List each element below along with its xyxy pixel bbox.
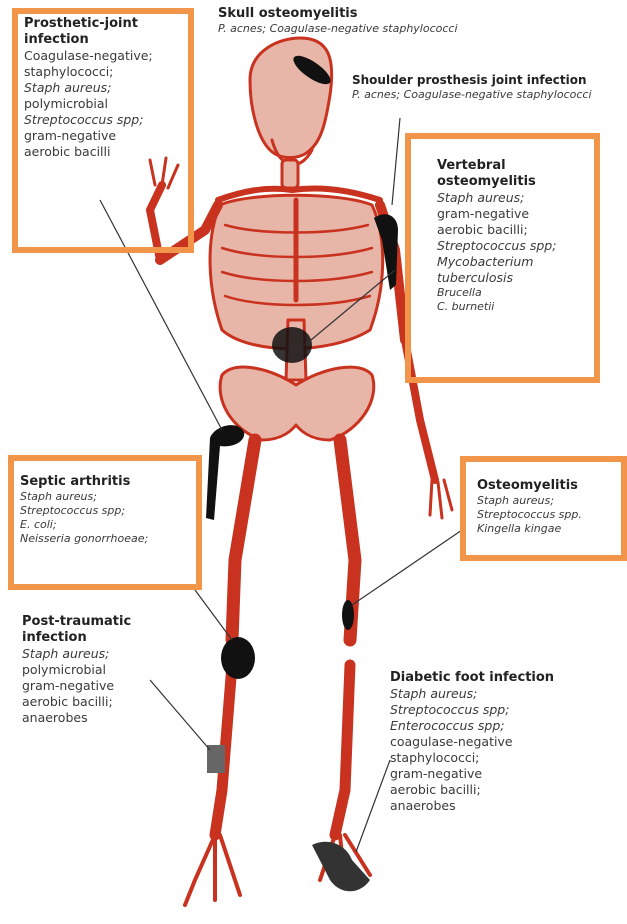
right-tibia: [335, 665, 350, 835]
label-septic-line: Streptococcus spp;: [20, 504, 148, 518]
label-posttraumatic-title-2: infection: [22, 630, 131, 646]
label-prosthetic: Prosthetic-joint infection Coagulase-neg…: [24, 16, 153, 160]
label-vertebral: Vertebral osteomyelitis Staph aureus; gr…: [437, 158, 556, 314]
label-posttraumatic-line: aerobic bacilli;: [22, 694, 131, 710]
label-vertebral-line: Brucella: [437, 286, 556, 300]
label-prosthetic-line: polymicrobial: [24, 96, 153, 112]
label-posttraumatic-title-1: Post-traumatic: [22, 614, 131, 630]
label-vertebral-line: C. burnetii: [437, 300, 556, 314]
label-osteomyelitis-line: Kingella kingae: [477, 522, 582, 536]
label-shoulder-line: P. acnes; Coagulase-negative staphylococ…: [352, 88, 592, 102]
leader-osteomyelitis: [352, 530, 462, 605]
label-diabetic-line: Streptococcus spp;: [390, 702, 554, 718]
label-prosthetic-line: gram-negative: [24, 128, 153, 144]
label-diabetic-line: aerobic bacilli;: [390, 782, 554, 798]
label-septic-line: Neisseria gonorrhoeae;: [20, 532, 148, 546]
label-septic: Septic arthritis Staph aureus; Streptoco…: [20, 474, 148, 546]
label-skull: Skull osteomyelitis P. acnes; Coagulase-…: [218, 6, 458, 36]
label-prosthetic-title-1: Prosthetic-joint: [24, 16, 153, 32]
label-shoulder: Shoulder prosthesis joint infection P. a…: [352, 72, 592, 102]
cervical-spine: [282, 160, 298, 188]
label-posttraumatic-line: anaerobes: [22, 710, 131, 726]
lesion-knee: [221, 637, 255, 679]
label-diabetic-line: coagulase-negative: [390, 734, 554, 750]
label-prosthetic-line: Streptococcus spp;: [24, 112, 153, 128]
label-posttraumatic-line: gram-negative: [22, 678, 131, 694]
label-diabetic-line: anaerobes: [390, 798, 554, 814]
label-osteomyelitis-line: Staph aureus;: [477, 494, 582, 508]
label-diabetic: Diabetic foot infection Staph aureus; St…: [390, 670, 554, 814]
label-posttraumatic-line: polymicrobial: [22, 662, 131, 678]
label-osteomyelitis-line: Streptococcus spp.: [477, 508, 582, 522]
label-diabetic-line: gram-negative: [390, 766, 554, 782]
label-vertebral-line: Staph aureus;: [437, 190, 556, 206]
label-vertebral-title-2: osteomyelitis: [437, 174, 556, 190]
label-prosthetic-line: Coagulase-negative;: [24, 48, 153, 64]
label-prosthetic-title-2: infection: [24, 32, 153, 48]
label-prosthetic-line: aerobic bacilli: [24, 144, 153, 160]
label-posttraumatic: Post-traumatic infection Staph aureus; p…: [22, 614, 131, 726]
lesions: [206, 51, 398, 891]
label-skull-line: P. acnes; Coagulase-negative staphylococ…: [218, 22, 458, 36]
label-prosthetic-line: staphylococci;: [24, 64, 153, 80]
label-skull-title: Skull osteomyelitis: [218, 6, 458, 22]
label-vertebral-title-1: Vertebral: [437, 158, 556, 174]
label-vertebral-line: gram-negative: [437, 206, 556, 222]
lesion-vertebrae: [272, 327, 312, 363]
label-septic-line: E. coli;: [20, 518, 148, 532]
label-vertebral-line: tuberculosis: [437, 270, 556, 286]
left-foot: [185, 835, 240, 905]
label-vertebral-line: Mycobacterium: [437, 254, 556, 270]
right-hand: [430, 480, 452, 518]
leader-shoulder: [392, 118, 400, 205]
label-diabetic-line: Enterococcus spp;: [390, 718, 554, 734]
label-septic-title: Septic arthritis: [20, 474, 148, 490]
lesion-foot: [312, 842, 370, 892]
label-osteomyelitis: Osteomyelitis Staph aureus; Streptococcu…: [477, 478, 582, 536]
label-vertebral-line: aerobic bacilli;: [437, 222, 556, 238]
label-osteomyelitis-title: Osteomyelitis: [477, 478, 582, 494]
label-diabetic-line: staphylococci;: [390, 750, 554, 766]
leader-diabetic: [356, 760, 390, 852]
left-femur: [232, 440, 255, 640]
label-vertebral-line: Streptococcus spp;: [437, 238, 556, 254]
label-shoulder-title: Shoulder prosthesis joint infection: [352, 72, 592, 88]
skull: [250, 38, 332, 158]
label-diabetic-title: Diabetic foot infection: [390, 670, 554, 686]
leader-posttraumatic: [150, 680, 210, 750]
label-diabetic-line: Staph aureus;: [390, 686, 554, 702]
label-prosthetic-line: Staph aureus;: [24, 80, 153, 96]
label-posttraumatic-line: Staph aureus;: [22, 646, 131, 662]
label-septic-line: Staph aureus;: [20, 490, 148, 504]
